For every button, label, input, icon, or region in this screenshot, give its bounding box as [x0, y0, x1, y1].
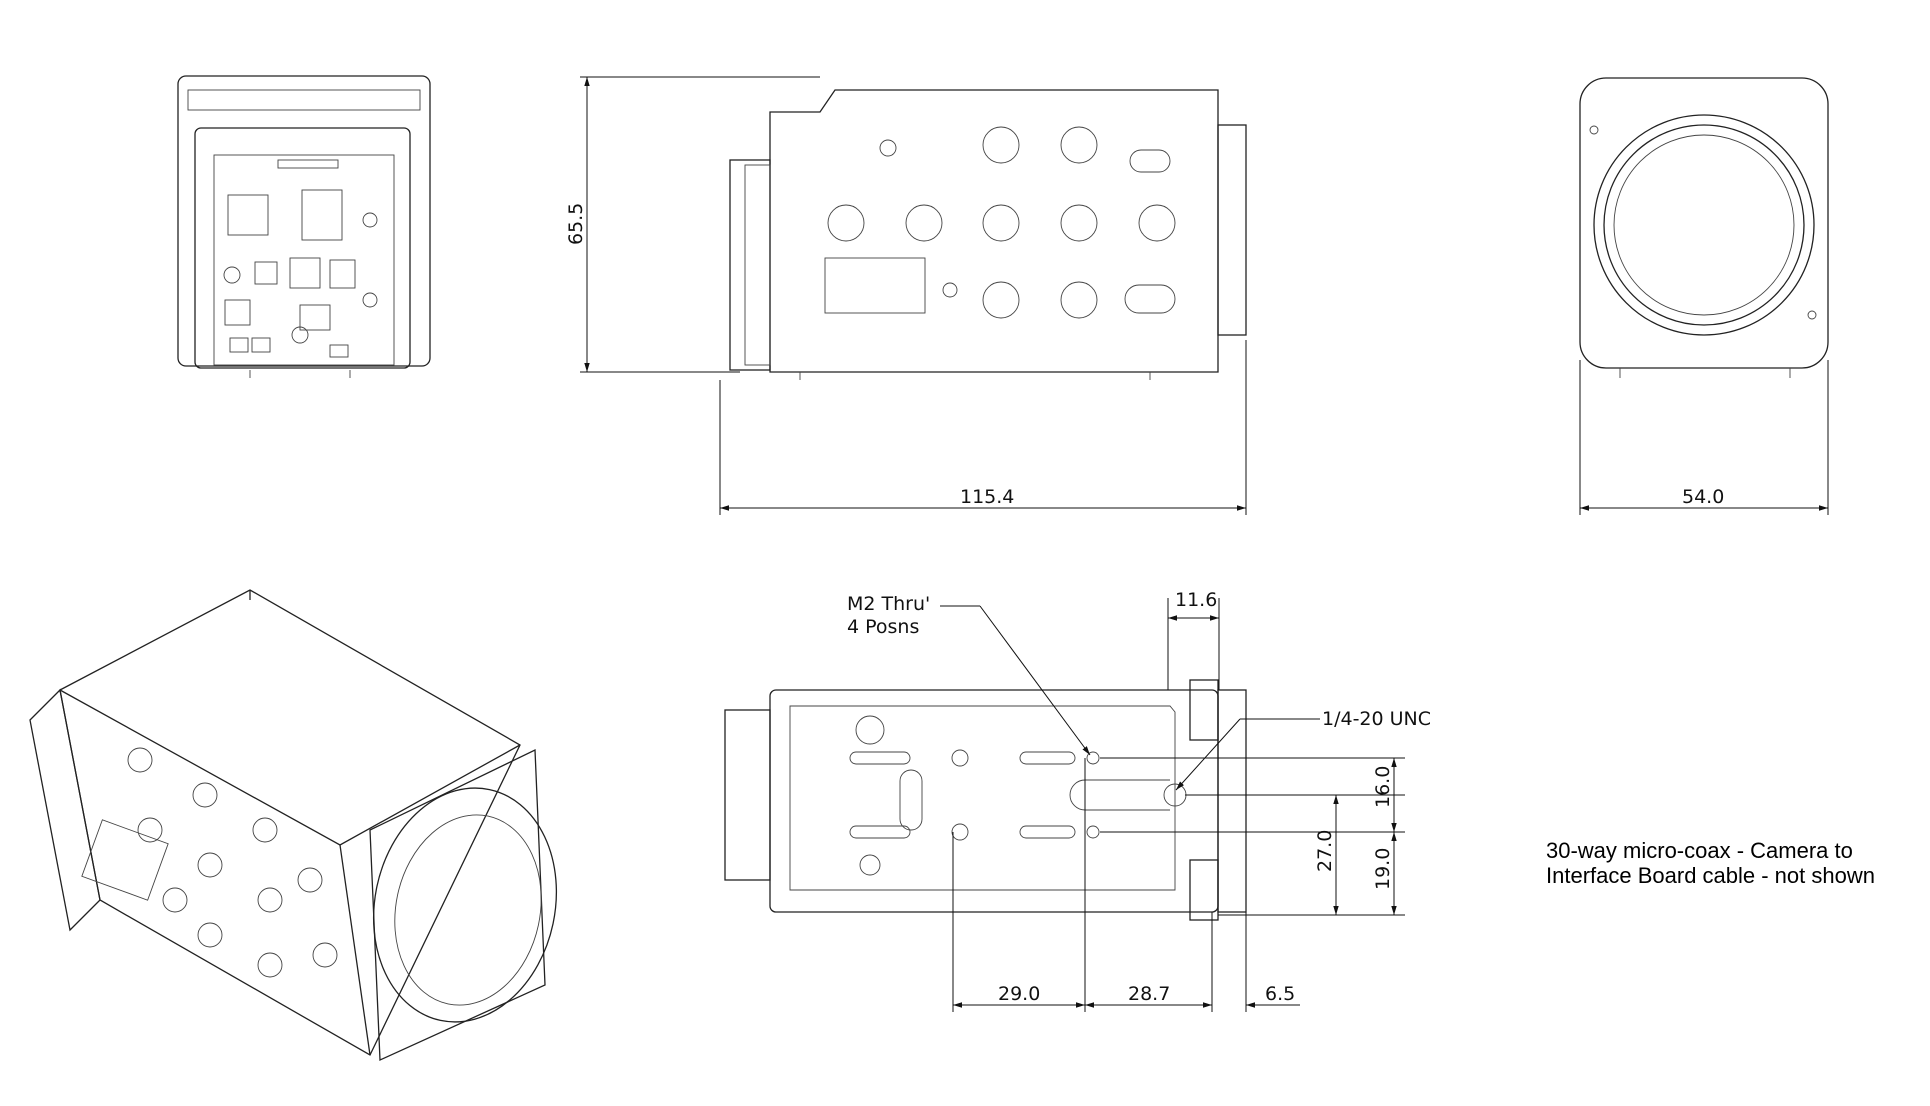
cable-note: 30-way micro-coax - Camera to Interface … — [1546, 838, 1875, 888]
dim-width — [1579, 360, 1829, 515]
callout-m2-line2: 4 Posns — [847, 616, 919, 638]
dim-width-label: 54.0 — [1682, 486, 1724, 508]
dim-vertical-a: 16.0 — [1372, 766, 1394, 808]
cable-note-line2: Interface Board cable - not shown — [1546, 863, 1875, 888]
cable-note-line1: 30-way micro-coax - Camera to — [1546, 838, 1853, 863]
bottom-dimensions — [952, 598, 1405, 1012]
bottom-view — [724, 679, 1247, 921]
callout-tripod: 1/4-20 UNC — [1322, 708, 1431, 730]
dim-height-label: 65.5 — [565, 203, 587, 245]
callout-lines — [940, 605, 1320, 791]
front-lens-view — [1579, 77, 1829, 378]
callout-m2-line1: M2 Thru' — [847, 593, 930, 615]
dim-length — [719, 340, 1247, 515]
dim-lens-offset: 6.5 — [1265, 983, 1295, 1005]
dim-vertical-total: 27.0 — [1314, 830, 1336, 872]
iso-holes — [127, 747, 338, 978]
rear-view-pcb — [177, 75, 431, 378]
side-view — [729, 89, 1247, 380]
dim-vertical-b: 19.0 — [1372, 848, 1394, 890]
dim-hole-spacing-b: 28.7 — [1128, 983, 1170, 1005]
dim-mount-offset: 11.6 — [1175, 589, 1217, 611]
bottom-slots — [849, 715, 1100, 876]
dim-height — [580, 76, 820, 373]
side-holes — [827, 126, 1176, 319]
dim-hole-spacing-a: 29.0 — [998, 983, 1040, 1005]
dim-length-label: 115.4 — [960, 486, 1014, 508]
isometric-view — [29, 589, 558, 1061]
